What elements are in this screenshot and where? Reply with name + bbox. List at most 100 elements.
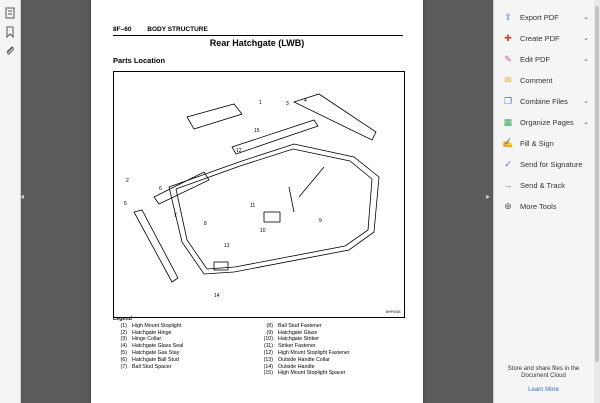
export-pdf-icon: ⇪ xyxy=(504,11,512,22)
hatchgate-exploded-drawing: 1 2 3 4 5 6 7 8 9 10 11 12 13 14 15 8HP0… xyxy=(124,93,401,314)
page-thumbnails-icon[interactable] xyxy=(3,6,17,20)
legend-item: (10)Hatchgate Striker xyxy=(259,336,405,343)
callout-15: 15 xyxy=(254,128,260,134)
legend-item-label: Hatchgate Hinge xyxy=(132,329,172,336)
legend-item-label: Hinge Collar xyxy=(132,336,162,343)
legend-item: (4)Hatchgate Glass Seal xyxy=(113,343,259,350)
chevron-down-icon[interactable]: ⌄ xyxy=(583,56,589,63)
tool-create-pdf[interactable]: ✚Create PDF⌄ xyxy=(494,28,593,48)
tool-label: Comment xyxy=(520,75,553,85)
legend-item-number: (14) xyxy=(263,363,273,370)
legend-item-number: (13) xyxy=(263,356,273,363)
legend-item-number: (1) xyxy=(120,322,127,329)
legend-item-label: Striker Fastener xyxy=(278,343,316,350)
legend-column-left: (1) High Mount Stoplight (2) Hatchgate Hing… xyxy=(113,323,259,377)
chevron-down-icon[interactable]: ⌄ xyxy=(583,119,589,126)
tool-combine-files[interactable]: ❐ Combine Files ⌄ xyxy=(494,91,593,111)
callout-11: 11 xyxy=(250,203,255,209)
tools-pane-scrollbar[interactable] xyxy=(594,0,600,403)
tool-fill-sign[interactable]: ✍ Fill & Sign xyxy=(494,133,593,153)
legend-item-number: (6) xyxy=(120,356,127,363)
callout-13: 13 xyxy=(224,243,230,249)
fill-sign-icon: ✍ xyxy=(502,137,514,148)
legend-item-number: (3) xyxy=(120,336,127,343)
chevron-down-icon[interactable]: ⌄ xyxy=(583,14,589,21)
page-header: 8F–60 BODY STRUCTURE xyxy=(113,26,222,33)
tool-send-signature[interactable]: ✓ Send for Signature xyxy=(494,154,593,174)
hatchgate-glass-outline xyxy=(168,143,380,275)
tool-label: More Tools xyxy=(520,201,557,211)
legend-item: (15) High Mount Stoplight Spacer xyxy=(259,370,405,377)
tool-comment[interactable]: ✉ Comment xyxy=(494,70,593,90)
tool-label: Fill & Sign xyxy=(520,138,554,148)
callout-3: 3 xyxy=(286,101,289,107)
page-title: Rear Hatchgate (LWB) xyxy=(209,38,305,48)
document-viewer[interactable]: 8F–60 BODY STRUCTURE Rear Hatchgate (LWB… xyxy=(26,0,486,403)
legend-item-label: High Mount Stoplight Fastener xyxy=(278,349,350,356)
pdf-page: 8F–60 BODY STRUCTURE Rear Hatchgate (LWB… xyxy=(91,0,423,403)
legend-item-number: (12) xyxy=(263,349,273,356)
header-rule xyxy=(113,35,403,36)
upper-hinge-bar xyxy=(231,119,319,155)
more-tools-icon: ⊕ xyxy=(504,200,512,211)
legend-item: (12) High Mount Stoplight Fastener xyxy=(259,350,405,357)
legend-item-label: High Mount Stoplight Spacer xyxy=(278,370,346,377)
tool-label: Combine Files xyxy=(520,96,568,106)
callout-7: 7 xyxy=(174,213,177,219)
legend-item-number: (10) xyxy=(263,336,273,343)
tool-export-pdf[interactable]: ⇪ Export PDF ⌄ xyxy=(494,7,593,27)
legend-item-number: (9) xyxy=(266,329,273,336)
callout-4: 4 xyxy=(304,98,307,104)
combine-files-icon: ❐ xyxy=(503,95,513,106)
callout-6: 6 xyxy=(159,186,162,192)
legend-column-right: (8)Ball Stud Fastener(9)Hatchgate Glass(… xyxy=(259,323,405,377)
callout-1: 1 xyxy=(259,100,262,106)
tools-pane: ⇪Export PDF⌄✚Create PDF⌄✎Edit PDF⌄✉Comme… xyxy=(493,0,600,403)
learn-more-link[interactable]: Learn More xyxy=(528,387,559,393)
collapse-left-pane-arrow-icon[interactable]: ◂ xyxy=(20,192,25,201)
collapse-right-pane-arrow-icon[interactable]: ▸ xyxy=(486,192,491,201)
callout-14: 14 xyxy=(214,293,220,299)
bookmark-icon[interactable] xyxy=(3,25,17,39)
high-mount-stoplight xyxy=(186,103,243,130)
tool-label: Export PDF xyxy=(520,12,559,22)
legend-item-label: Ball Stud Fastener xyxy=(278,322,322,329)
legend-item: (14)Outside Handle xyxy=(259,364,405,371)
chapter-name: BODY STRUCTURE xyxy=(147,26,208,33)
tool-label: Organize Pages xyxy=(520,117,574,127)
comment-icon: ✉ xyxy=(504,74,512,85)
chevron-down-icon[interactable]: ⌄ xyxy=(583,35,589,42)
scrollbar-thumb[interactable] xyxy=(595,6,599,362)
attachment-icon[interactable] xyxy=(3,44,17,58)
tool-label: Send for Signature xyxy=(520,159,583,169)
tool-label: Edit PDF xyxy=(520,54,551,64)
legend-item: (3) Hinge Collar xyxy=(113,336,259,343)
tool-more-tools[interactable]: ⊕ More Tools xyxy=(494,196,593,216)
gas-stay-left xyxy=(133,209,179,283)
outside-handle xyxy=(213,261,229,271)
legend-item-number: (4) xyxy=(120,343,127,350)
legend-item-label: Hatchgate Glass xyxy=(278,329,318,336)
legend-title: Legend xyxy=(113,316,132,322)
chevron-down-icon[interactable]: ⌄ xyxy=(583,98,589,105)
tool-label: Create PDF xyxy=(520,33,560,43)
gas-stay-right xyxy=(292,93,377,141)
legend-item: (6)Hatchgate Ball Stud xyxy=(113,357,259,364)
callout-10: 10 xyxy=(260,228,266,234)
tool-send-track[interactable]: →Send & Track xyxy=(494,175,593,195)
send-signature-icon: ✓ xyxy=(504,158,512,169)
legend-item-number: (5) xyxy=(120,349,127,356)
tool-edit-pdf[interactable]: ✎Edit PDF⌄ xyxy=(494,49,593,69)
legend: Legend (1) High Mount Stoplight (2) Hatchga… xyxy=(113,316,405,377)
tool-organize-pages[interactable]: ▦Organize Pages⌄ xyxy=(494,112,593,132)
tool-label: Send & Track xyxy=(520,180,566,190)
legend-item-label: Ball Stud Spacer xyxy=(132,363,172,370)
legend-item-number: (2) xyxy=(120,329,127,336)
figure-code: 8HP0054 xyxy=(386,310,401,314)
legend-item-label: High Mount Stoplight xyxy=(132,322,182,329)
hatchgate-striker xyxy=(263,211,281,223)
legend-item-label: Outside Handle Collar xyxy=(278,356,330,363)
left-navigation-rail xyxy=(0,0,21,403)
cloud-text-line1: Store and share files in the xyxy=(507,366,580,372)
legend-item-number: (15) xyxy=(263,370,273,377)
